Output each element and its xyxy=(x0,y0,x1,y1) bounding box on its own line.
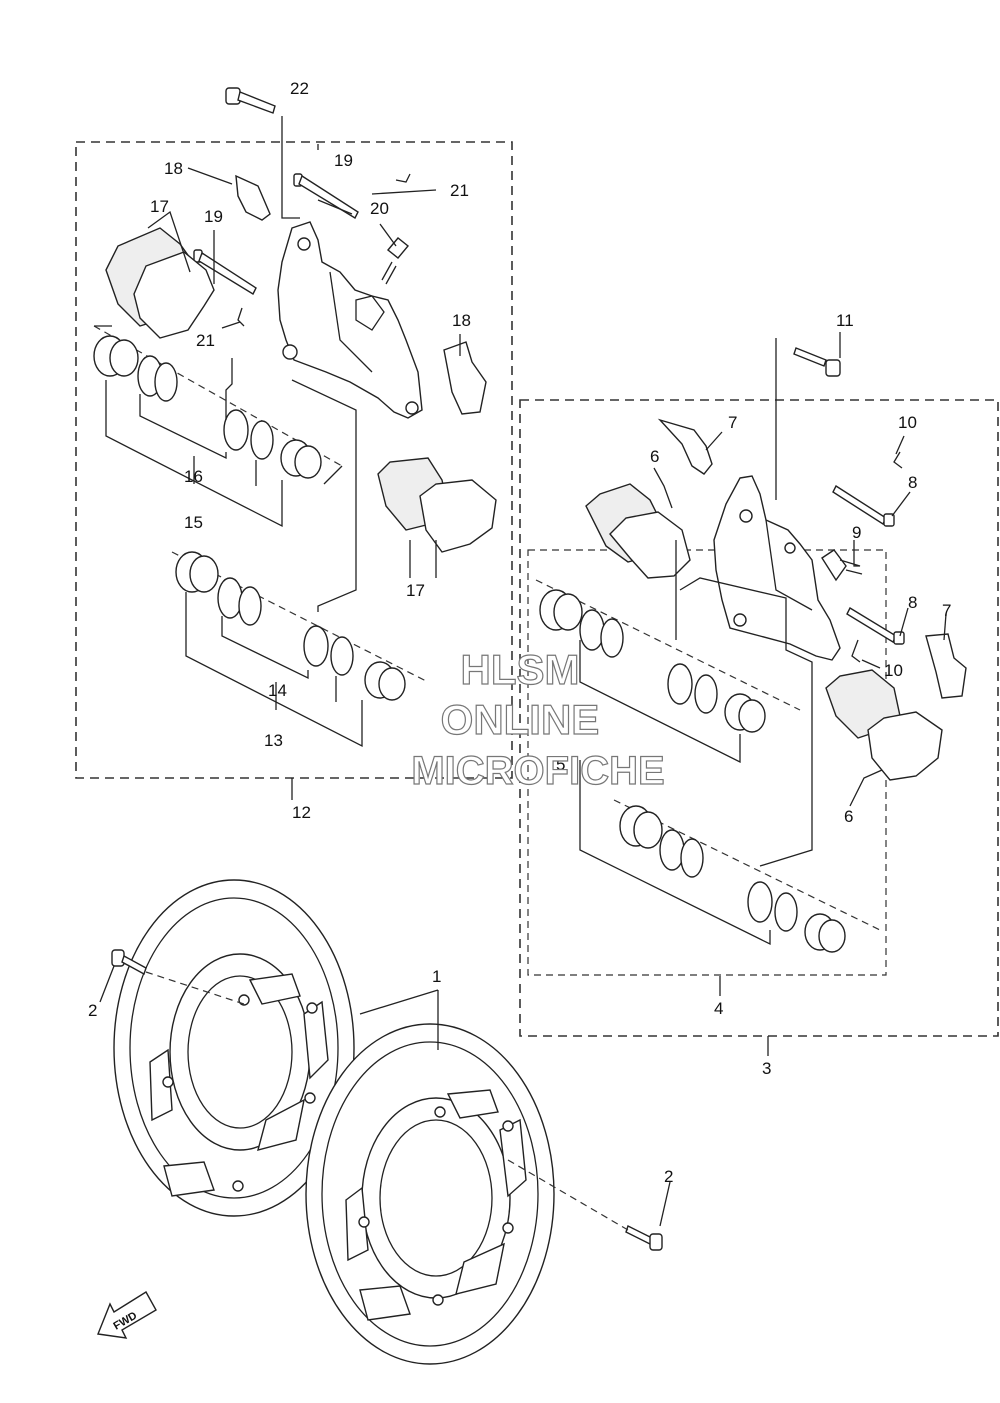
slide-pin-8-upper[interactable] xyxy=(832,484,895,527)
left-caliper-body[interactable] xyxy=(277,221,423,419)
disc-bolt-2-right[interactable] xyxy=(625,1225,663,1251)
callout-10-lower[interactable]: 10 xyxy=(884,661,903,680)
seal-16-upper-a[interactable] xyxy=(137,355,178,402)
piston-15-upper-b[interactable] xyxy=(280,439,322,479)
callout-8-lower[interactable]: 8 xyxy=(908,593,917,612)
callout-19-lower[interactable]: 19 xyxy=(204,207,223,226)
callout-9[interactable]: 9 xyxy=(852,523,861,542)
clip-21-upper[interactable] xyxy=(395,173,411,183)
piston-right-upper-b[interactable] xyxy=(724,693,766,733)
brake-pad-6-lower[interactable] xyxy=(825,669,943,781)
pad-support-18-lower[interactable] xyxy=(443,341,487,415)
piston-15-upper-a[interactable] xyxy=(93,335,139,377)
piston-right-lower-a[interactable] xyxy=(619,805,663,849)
callout-3[interactable]: 3 xyxy=(762,1059,771,1078)
callout-7-upper[interactable]: 7 xyxy=(728,413,737,432)
callout-2-left[interactable]: 2 xyxy=(88,1001,97,1020)
seal-14-lower-b[interactable] xyxy=(303,625,354,676)
callout-14[interactable]: 14 xyxy=(268,681,287,700)
callout-6-lower[interactable]: 6 xyxy=(844,807,853,826)
callout-1[interactable]: 1 xyxy=(432,967,441,986)
piston-13-lower-a[interactable] xyxy=(175,551,219,593)
callout-17-lower[interactable]: 17 xyxy=(406,581,425,600)
callout-21-upper[interactable]: 21 xyxy=(450,181,469,200)
clip-10-lower[interactable] xyxy=(851,639,861,663)
callout-4[interactable]: 4 xyxy=(714,999,723,1018)
watermark-line-3: MICROFICHE xyxy=(411,749,664,793)
seal-right-lower-a[interactable] xyxy=(659,829,704,878)
callout-8-upper[interactable]: 8 xyxy=(908,473,917,492)
callout-6-upper[interactable]: 6 xyxy=(650,447,659,466)
piston-right-upper-a[interactable] xyxy=(539,589,583,631)
seal-5-upper-a[interactable] xyxy=(579,609,624,658)
callout-15[interactable]: 15 xyxy=(184,513,203,532)
right-caliper-body[interactable] xyxy=(713,475,841,661)
callout-2-right[interactable]: 2 xyxy=(664,1167,673,1186)
bleed-screw-9[interactable] xyxy=(821,549,863,582)
caliper-assembly-box-3 xyxy=(519,399,999,1037)
brake-pad-17-upper[interactable] xyxy=(105,227,215,339)
disc-bolt-2-left[interactable] xyxy=(111,949,147,976)
watermark-line-1: HLSM xyxy=(461,646,580,693)
seal-right-lower-b[interactable] xyxy=(747,881,798,932)
callout-22[interactable]: 22 xyxy=(290,79,309,98)
seal-5-upper-b[interactable] xyxy=(667,663,718,714)
pad-support-7-upper[interactable] xyxy=(657,418,713,475)
slide-pin-19-lower[interactable] xyxy=(193,249,257,295)
brake-pad-17-lower[interactable] xyxy=(377,457,497,553)
slide-pin-8-lower[interactable] xyxy=(846,607,905,645)
seal-14-lower-a[interactable] xyxy=(217,577,262,626)
watermark: HLSM ONLINE MICROFICHE xyxy=(411,645,666,793)
bolt-11[interactable] xyxy=(793,347,841,377)
piston-right-lower-b[interactable] xyxy=(804,913,846,953)
callout-18-lower[interactable]: 18 xyxy=(452,311,471,330)
watermark-line-2: ONLINE xyxy=(441,696,600,743)
clip-21-lower[interactable] xyxy=(237,307,245,327)
callout-21-lower[interactable]: 21 xyxy=(196,331,215,350)
left-caliper-group xyxy=(93,87,497,748)
seal-16-upper-b[interactable] xyxy=(223,409,274,460)
pad-support-18-upper[interactable] xyxy=(235,174,271,221)
callout-5[interactable]: 5 xyxy=(556,755,565,774)
forward-direction-arrow: FWD xyxy=(97,1291,157,1339)
callout-7-lower[interactable]: 7 xyxy=(942,601,951,620)
callout-13[interactable]: 13 xyxy=(264,731,283,750)
callout-17-upper[interactable]: 17 xyxy=(150,197,169,216)
brake-disc-1-left[interactable] xyxy=(113,879,355,1217)
callout-18-upper[interactable]: 18 xyxy=(164,159,183,178)
caliper-assembly-box-12 xyxy=(75,141,513,779)
bolt-22[interactable] xyxy=(225,87,276,114)
pad-support-7-lower[interactable] xyxy=(925,633,967,699)
slide-pin-19-upper[interactable] xyxy=(293,173,359,219)
callout-11[interactable]: 11 xyxy=(836,311,854,330)
callout-19-upper[interactable]: 19 xyxy=(334,151,353,170)
callout-10-upper[interactable]: 10 xyxy=(898,413,917,432)
callout-16[interactable]: 16 xyxy=(184,467,203,486)
clip-10-upper[interactable] xyxy=(893,451,903,469)
callout-12[interactable]: 12 xyxy=(292,803,311,822)
callout-20[interactable]: 20 xyxy=(370,199,389,218)
right-caliper-group xyxy=(535,338,967,953)
bleed-screw-20[interactable] xyxy=(381,237,409,285)
piston-13-lower-b[interactable] xyxy=(364,661,406,701)
brake-pad-6-upper[interactable] xyxy=(585,483,691,579)
brake-disc-1-right[interactable] xyxy=(305,1023,555,1365)
